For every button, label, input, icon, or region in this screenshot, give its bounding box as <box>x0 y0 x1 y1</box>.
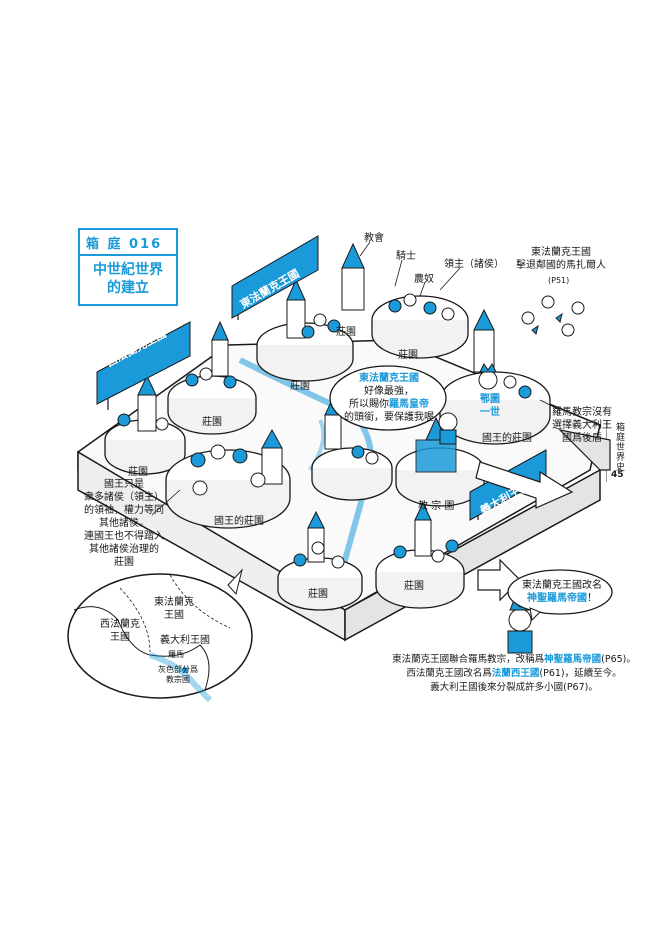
callout-lines <box>151 241 561 516</box>
map-tail <box>227 568 243 596</box>
label-manor-3: 莊園 <box>290 381 310 392</box>
footnote-2: 西法蘭克王國改名爲法蘭西王國(P61)，延續至今。 <box>384 667 644 681</box>
map-italy <box>149 652 213 703</box>
footnotes: 東法蘭克王國聯合羅馬教宗，改稱爲神聖羅馬帝國(P65)。 西法蘭克王國改名爲法蘭… <box>384 653 644 695</box>
label-manor-7: 莊園 <box>404 581 424 592</box>
bubble-rename-tail <box>529 607 541 622</box>
footnote-2c: (P61)，延續至今。 <box>539 668 622 679</box>
badge-top: 箱 庭 016 <box>80 230 176 256</box>
footnote-2a: 西法蘭克王國改名爲 <box>406 668 492 679</box>
title-line-1: 中世紀世界 <box>93 262 163 278</box>
title-line-2: 的建立 <box>107 280 149 296</box>
bubble-rename-line2: 神聖羅馬帝國！ <box>512 592 612 605</box>
bubble-rename-shape <box>507 569 613 615</box>
label-manor-4: 莊園 <box>202 417 222 428</box>
label-magyar-ref: (P51) <box>548 276 570 285</box>
banner-east-shape <box>231 235 319 319</box>
label-otto: 鄂圖 一世 <box>480 394 500 418</box>
magyar-figures <box>521 295 585 337</box>
label-manor-2: 莊園 <box>398 350 418 361</box>
label-magyar: 東法蘭克王國 擊退鄰國的馬扎爾人 <box>516 247 606 271</box>
page-number: 45 <box>611 470 624 480</box>
map-label-italy: 義大利王國 <box>160 635 210 646</box>
banner-west-shape <box>96 321 191 405</box>
label-manor-1: 莊園 <box>336 327 356 338</box>
map-rome-dot <box>182 667 188 673</box>
arrow-right <box>475 461 574 509</box>
map-border <box>119 574 231 653</box>
label-pope-note: 羅馬教宗沒有 選擇義大利王 國爲後盾 <box>552 407 612 444</box>
bubble-rename: 東法蘭克王國改名 神聖羅馬帝國！ <box>512 579 612 605</box>
label-manor-5: 莊園 <box>128 467 148 478</box>
footnote-1: 東法蘭克王國聯合羅馬教宗，改稱爲神聖羅馬帝國(P65)。 <box>384 653 644 667</box>
king-note: 國王只是 衆多諸侯（領主） 的領袖，權力等同 其他諸侯。 連國王也不得踏入 其他… <box>84 479 164 568</box>
footnote-1c: (P65)。 <box>601 654 636 665</box>
map-coast <box>73 606 210 691</box>
label-manor-6: 莊園 <box>308 589 328 600</box>
bubble-east-strong-line3a: 所以賜你 <box>349 399 389 410</box>
footnote-3: 義大利王國後來分裂成許多小國(P67)。 <box>430 682 598 693</box>
label-serf: 農奴 <box>414 274 434 285</box>
map-label-west: 西法蘭克 王國 <box>100 619 140 643</box>
bubble-rename-hre: 神聖羅馬帝國 <box>527 593 587 604</box>
label-church-manor: 教 宗 園 <box>418 501 455 512</box>
footnote-2b: 法蘭西王國 <box>491 668 540 679</box>
footnote-1a: 東法蘭克王國聯合羅馬教宗，改稱爲 <box>392 654 545 665</box>
bubble-east-strong-emperor: 羅馬皇帝 <box>389 399 429 410</box>
header-badge: 箱 庭 016 中世紀世界 的建立 <box>78 228 178 306</box>
bubble-east-strong-line3: 所以賜你羅馬皇帝 <box>330 398 448 411</box>
map-shape <box>67 573 253 699</box>
bubble-rename-line1: 東法蘭克王國改名 <box>522 580 602 591</box>
bubble-east-strong-line1: 東法蘭克王國 <box>359 373 419 384</box>
footnote-1b: 神聖羅馬帝國 <box>544 654 602 665</box>
badge-text: 箱 庭 016 <box>86 236 163 252</box>
bubble-east-strong-line4: 的頭銜，要保護我喔 <box>344 412 434 423</box>
label-lord: 領主（諸侯） <box>444 259 504 270</box>
side-tab-label: 箱庭世界史 <box>614 422 624 472</box>
bubble-east-strong: 東法蘭克王國 好像最強， 所以賜你羅馬皇帝 的頭銜，要保護我喔 <box>330 372 448 424</box>
label-church: 教會 <box>364 233 384 244</box>
map-label-rome: 羅馬 <box>168 650 184 659</box>
bubble-rename-mark: ！ <box>587 593 597 604</box>
label-knight: 騎士 <box>396 251 416 262</box>
platform-right <box>558 429 611 471</box>
page-title: 中世紀世界 的建立 <box>80 256 176 297</box>
bubble-east-strong-shape <box>329 365 447 431</box>
map-label-papal: 灰色部分爲 教宗國 <box>158 665 198 684</box>
label-king-manor-2: 國王的莊園 <box>482 433 532 444</box>
bubble-east-strong-line2: 好像最強， <box>364 386 414 397</box>
label-king-manor-1: 國王的莊園 <box>214 516 264 527</box>
map-label-east: 東法蘭克 王國 <box>154 597 194 621</box>
